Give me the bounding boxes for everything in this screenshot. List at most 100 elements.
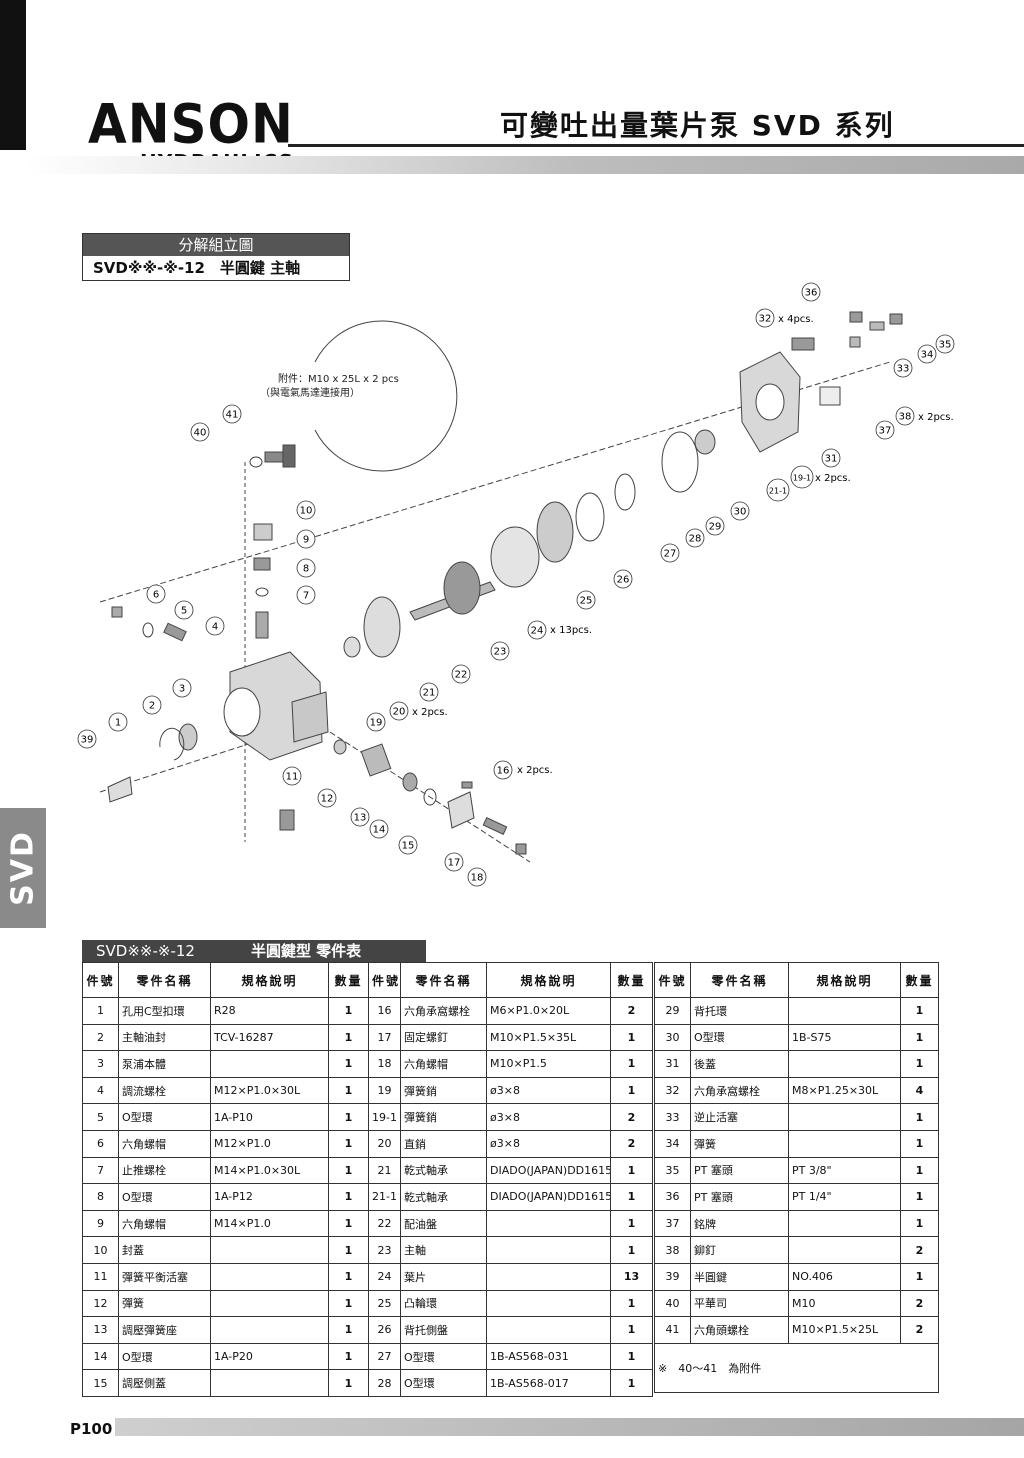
part-pump-bore [223, 687, 261, 737]
cell-spec [788, 1050, 901, 1078]
cell-qty: 2 [900, 1289, 939, 1318]
cell-no: 21-1 [368, 1183, 401, 1211]
accessory-note-1: 附件：M10 x 25L x 2 pcs [278, 372, 399, 385]
callout-circle [790, 465, 814, 489]
callout-label: 22 [455, 670, 468, 681]
cell-spec [210, 1289, 329, 1318]
cell-no: 41 [654, 1316, 691, 1344]
part-screw-17 [482, 817, 508, 835]
callout-label: 12 [321, 794, 334, 805]
callout-circle [142, 695, 162, 715]
cell-no: 39 [654, 1262, 691, 1291]
table-label-title: 半圓鍵型 零件表 [250, 942, 362, 960]
cell-no: 11 [82, 1262, 119, 1291]
col1-header-spec: 規格說明 [210, 962, 329, 998]
cell-qty: 1 [328, 1103, 369, 1131]
cell-spec [788, 997, 901, 1025]
callout-circle [366, 712, 386, 732]
cell-name: PT 塞頭 [690, 1156, 789, 1185]
cell-spec [486, 1236, 611, 1264]
part-oring-14 [423, 788, 437, 806]
cell-no: 29 [654, 997, 691, 1025]
qty-note-24: x 13pcs. [550, 625, 592, 636]
part-piston-11 [333, 739, 347, 755]
cell-qty: 4 [900, 1076, 939, 1105]
part-nut-18 [515, 843, 527, 855]
col2-header-qty: 數量 [610, 962, 653, 998]
diagram-model: SVD※※-※-12 半圓鍵 主軸 [83, 256, 349, 280]
callout-circle [755, 308, 775, 328]
part-oring-8 [255, 587, 269, 597]
col1-header-name: 零件名稱 [118, 962, 211, 998]
part-spring-34 [869, 321, 885, 331]
cell-spec: 1A-P10 [210, 1103, 329, 1131]
callout-circle [451, 664, 471, 684]
cell-qty: 1 [900, 1262, 939, 1291]
cell-no: 40 [654, 1289, 691, 1318]
cell-qty: 1 [328, 1236, 369, 1264]
cell-qty: 2 [900, 1316, 939, 1344]
cell-name: 主軸 [400, 1236, 487, 1264]
cell-qty: 1 [610, 1316, 653, 1344]
callout-label: 27 [664, 549, 677, 560]
callout-label: 2 [149, 701, 155, 712]
cell-name: 固定螺釘 [400, 1023, 487, 1052]
table-label-model: SVD※※-※-12 [96, 942, 195, 960]
cell-no: 18 [368, 1050, 401, 1078]
cell-spec: M10×P1.5 [486, 1050, 611, 1078]
regulator-axis-line [329, 731, 531, 863]
cell-no: 10 [82, 1236, 119, 1264]
cell-name: 直銷 [400, 1129, 487, 1158]
cell-spec: 1B-AS568-017 [486, 1369, 611, 1397]
cell-qty: 1 [328, 1262, 369, 1291]
part-pump-regulator-block [291, 691, 329, 743]
cell-qty: 1 [900, 1209, 939, 1238]
cell-no: 24 [368, 1262, 401, 1291]
callout-circle [296, 529, 316, 549]
cell-qty: 1 [328, 1076, 369, 1105]
cell-no: 28 [368, 1369, 401, 1397]
part-seal-2 [178, 723, 198, 751]
cell-spec: M14×P1.0 [210, 1209, 329, 1238]
cell-spec: M10 [788, 1289, 901, 1318]
callout-circle [77, 729, 97, 749]
callout-circle [205, 616, 225, 636]
cell-spec: M8×P1.25×30L [788, 1076, 901, 1105]
callout-circle [893, 358, 913, 378]
cell-no: 7 [82, 1156, 119, 1185]
cell-spec [486, 1209, 611, 1238]
cell-no: 9 [82, 1209, 119, 1238]
callout-circle [296, 558, 316, 578]
cell-spec: TCV-16287 [210, 1023, 329, 1052]
cell-name: 六角螺帽 [400, 1050, 487, 1078]
callout-circle [766, 478, 790, 502]
cell-spec: 1A-P20 [210, 1342, 329, 1371]
cell-name: 主軸油封 [118, 1023, 211, 1052]
cell-spec [210, 1316, 329, 1344]
table-label: SVD※※-※-12 半圓鍵型 零件表 [82, 940, 426, 962]
cell-qty: 1 [610, 1156, 653, 1185]
cell-qty: 1 [328, 1342, 369, 1371]
cell-qty: 1 [900, 1156, 939, 1185]
callout-label: 8 [303, 564, 309, 575]
cell-qty: 1 [328, 1023, 369, 1052]
part-spring-seat-13 [402, 772, 418, 792]
cell-spec: DIADO(JAPAN)DD1615 [486, 1183, 611, 1211]
callout-circle [190, 422, 210, 442]
cell-spec: 1A-P12 [210, 1183, 329, 1211]
callout-label: 28 [689, 534, 702, 545]
callout-circle [576, 590, 596, 610]
cell-no: 30 [654, 1023, 691, 1052]
cell-name: 六角螺帽 [118, 1209, 211, 1238]
part-bolt-32 [791, 337, 815, 351]
cell-no: 20 [368, 1129, 401, 1158]
